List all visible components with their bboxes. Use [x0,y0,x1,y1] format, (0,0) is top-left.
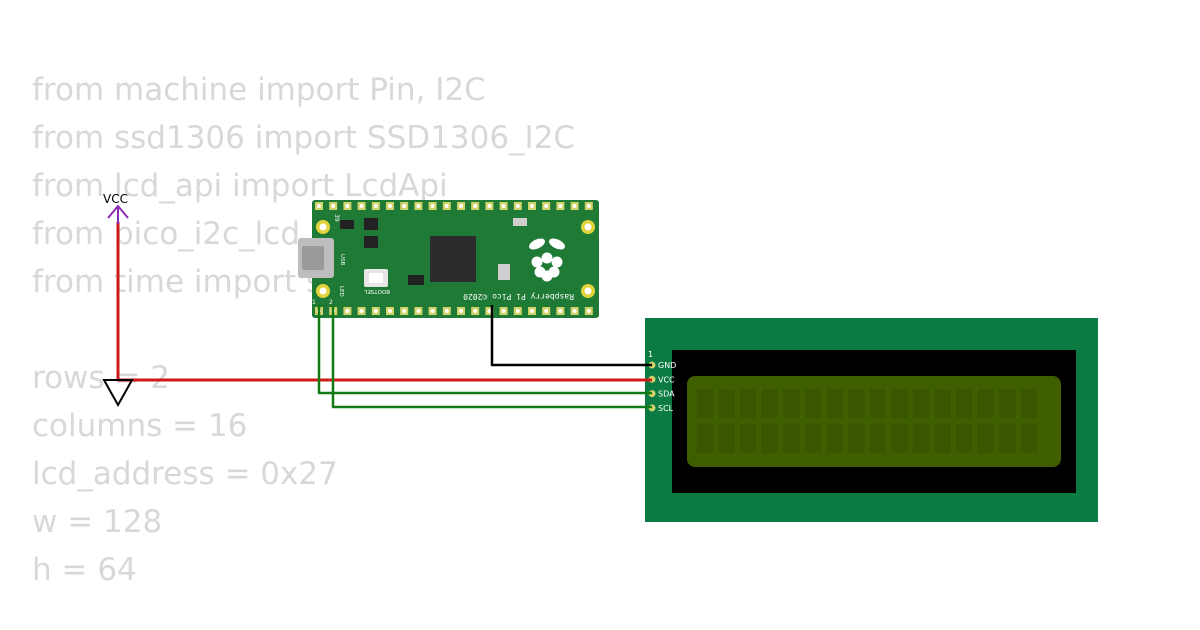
lcd-cell [695,422,715,455]
lcd-cell [825,387,844,420]
lcd-pin1-marker: 1 [648,350,653,359]
lcd-module[interactable]: 1 GND VCC SDA SCL [645,318,1098,522]
lcd-cell [954,422,974,455]
lcd-cell [1019,387,1039,420]
lcd-pin-header: GND VCC SDA SCL [648,361,676,413]
lcd-pin-label: SCL [658,404,674,413]
pin39-label: 39 [333,214,340,222]
lcd-cell [890,387,909,420]
lcd-cell [803,387,823,420]
lcd-cell [846,422,866,455]
bootsel-label: BOOTSEL [363,288,390,294]
wire-gnd[interactable] [490,305,652,367]
lcd-cell [738,422,758,455]
pico-pin-headers [315,202,593,315]
lcd-cell [868,422,888,455]
lcd-cell [998,422,1017,455]
raspberry-logo-icon [529,238,565,282]
ground-triangle-icon [102,379,134,408]
lcd-cell [782,422,801,455]
vcc-arrow-icon [107,204,129,224]
lcd-cell [738,387,758,420]
pin1-label: 1 [312,299,316,306]
code-line: lcd_address = 0x27 [32,456,338,492]
lcd-cell [782,387,801,420]
lcd-cell [976,387,996,420]
usb-label: USB [339,254,345,266]
ground-symbol[interactable] [102,379,134,408]
lcd-cell [998,387,1017,420]
lcd-cell [825,422,844,455]
code-line: from machine import Pin, I2C [32,72,486,108]
wire-sda[interactable] [317,305,652,395]
lcd-cell [803,422,823,455]
lcd-cell [976,422,996,455]
lcd-cell [760,422,780,455]
code-line: columns = 16 [32,408,248,444]
code-line: rows = 2 [32,360,170,396]
code-line: h = 64 [32,552,137,588]
pico-board[interactable]: Raspberry Pi Pico ©2020 BOOTSEL USB LED … [298,200,599,318]
lcd-cell [933,387,952,420]
code-line: w = 128 [32,504,163,540]
lcd-pin-label: SDA [658,390,675,399]
lcd-cell [868,387,888,420]
vcc-label: VCC [103,192,128,206]
vcc-symbol[interactable]: VCC [103,192,129,224]
lcd-pin-label: GND [658,361,676,370]
lcd-cell [695,387,715,420]
lcd-cell [933,422,952,455]
rp2040-chip [430,236,476,282]
lcd-cell [954,387,974,420]
code-line: from lcd_api import LcdApi [32,168,448,204]
lcd-cell [911,387,931,420]
pin2-label: 2 [329,299,333,306]
wire-scl[interactable] [331,305,652,409]
led-label: LED [338,286,344,297]
lcd-cell [717,422,736,455]
lcd-cell [760,387,780,420]
lcd-cell [846,387,866,420]
lcd-cell [890,422,909,455]
code-line: from ssd1306 import SSD1306_I2C [32,120,576,156]
lcd-cell [717,387,736,420]
lcd-pin-label: VCC [658,375,675,384]
lcd-cell [911,422,931,455]
lcd-character-cells [695,387,1039,455]
pico-silkscreen-text: Raspberry Pi Pico ©2020 [463,292,574,301]
lcd-cell [1019,422,1039,455]
